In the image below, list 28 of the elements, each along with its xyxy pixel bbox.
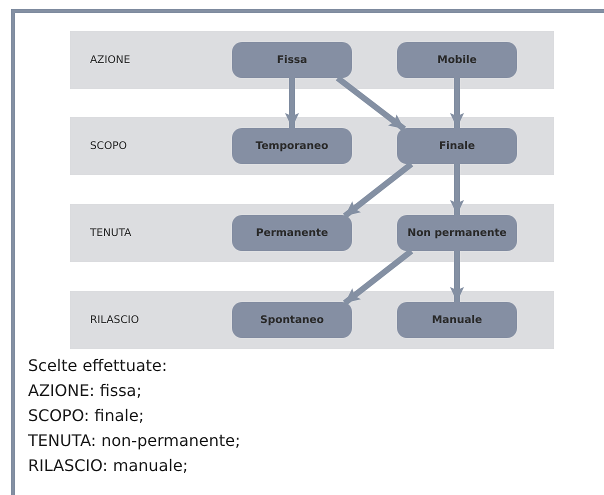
option-box: Spontaneo xyxy=(232,302,352,338)
note-line: RILASCIO: manuale; xyxy=(28,455,190,477)
arrow xyxy=(342,162,414,218)
note-line: TENUTA: non-permanente; xyxy=(28,430,240,452)
arrow xyxy=(342,248,414,306)
option-box: Permanente xyxy=(232,215,352,251)
row-band xyxy=(70,31,554,89)
arrow xyxy=(450,164,464,215)
arrow xyxy=(285,78,299,128)
arrow xyxy=(450,78,464,128)
option-box: Temporaneo xyxy=(232,128,352,164)
option-box: Manuale xyxy=(397,302,517,338)
row-label: RILASCIO xyxy=(90,314,140,326)
option-box: Fissa xyxy=(232,42,352,78)
option-box: Finale xyxy=(397,128,517,164)
row-band xyxy=(70,117,554,175)
arrow xyxy=(450,251,464,302)
arrow xyxy=(336,76,406,132)
row-band xyxy=(70,291,554,349)
note-line: AZIONE: fissa; xyxy=(28,380,143,402)
row-band xyxy=(70,204,554,262)
note-line: SCOPO: finale; xyxy=(28,405,146,427)
option-box: Mobile xyxy=(397,42,517,78)
option-box: Non permanente xyxy=(397,215,517,251)
row-label: TENUTA xyxy=(90,227,132,239)
row-label: AZIONE xyxy=(90,54,130,66)
row-label: SCOPO xyxy=(90,140,127,152)
note-line: Scelte effettuate: xyxy=(28,355,168,377)
